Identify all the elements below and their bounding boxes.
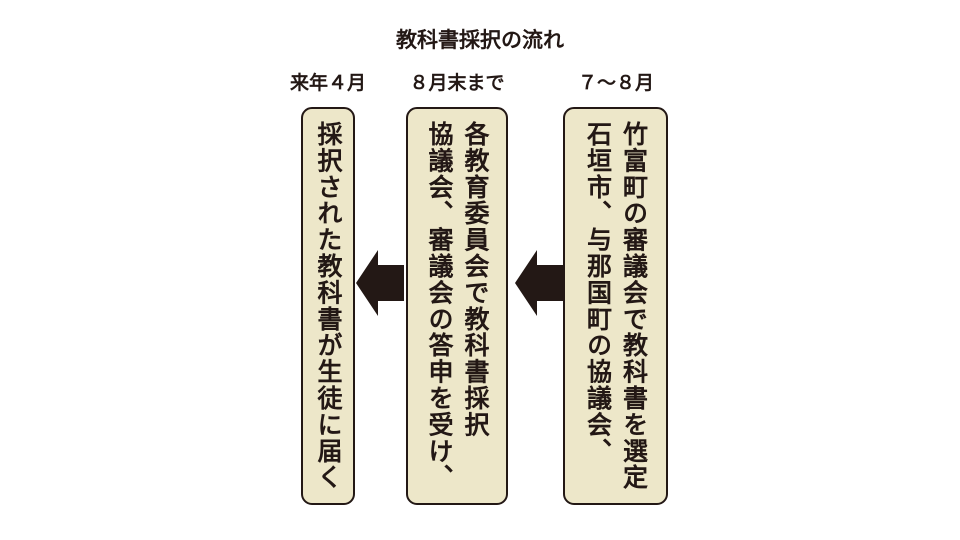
step-text: 石垣市、与那国町の協議会、	[583, 121, 613, 465]
diagram-title: 教科書採択の流れ	[396, 28, 564, 52]
step-text: 採択された教科書が生徒に届く	[314, 121, 343, 491]
step-text: 各教育委員会で教科書採択	[461, 121, 490, 438]
period-label-july-august: ７～８月	[577, 72, 654, 94]
left-arrow-icon	[356, 250, 404, 316]
step-box-selection: 石垣市、与那国町の協議会、 竹富町の審議会で教科書を選定	[563, 107, 668, 505]
period-label-end-august: ８月末まで	[409, 72, 505, 94]
step-text: 協議会、審議会の答申を受け、	[425, 121, 454, 491]
step-box-delivery: 採択された教科書が生徒に届く	[301, 107, 355, 505]
step-text: 竹富町の審議会で教科書を選定	[619, 121, 649, 491]
step-box-adoption: 協議会、審議会の答申を受け、 各教育委員会で教科書採択	[406, 107, 508, 505]
left-arrow-icon	[515, 250, 563, 316]
period-label-april: 来年４月	[289, 72, 366, 94]
